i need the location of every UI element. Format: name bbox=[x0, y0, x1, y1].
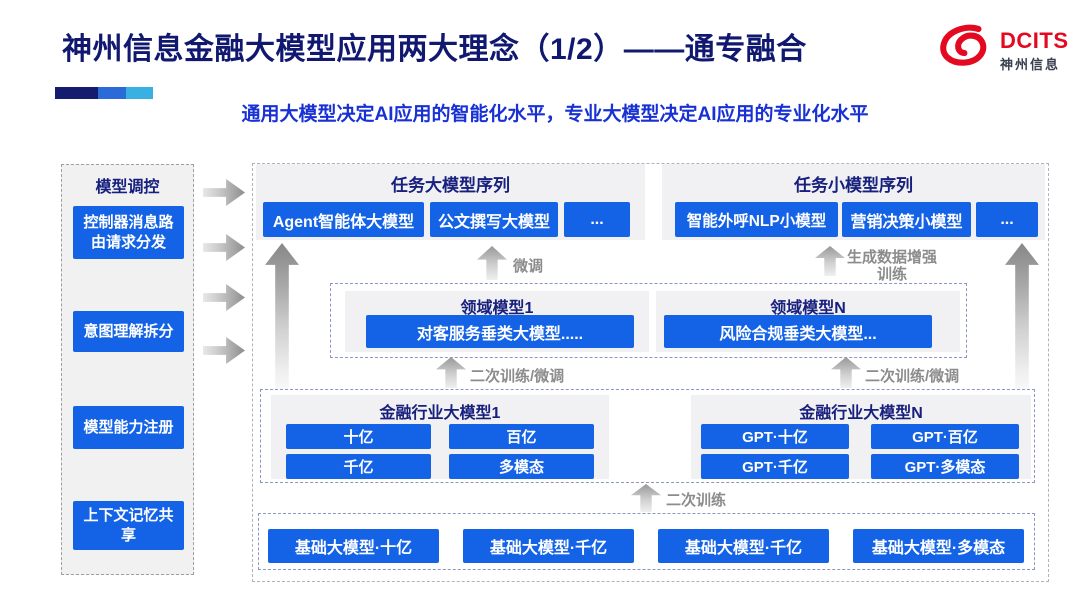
base-model-container: 基础大模型·十亿 基础大模型·千亿 基础大模型·千亿 基础大模型·多模态 bbox=[258, 513, 1035, 570]
industry-group-n: 金融行业大模型N GPT·十亿 GPT·百亿 GPT·千亿 GPT·多模态 bbox=[691, 395, 1031, 479]
model-box-10b: 百亿 bbox=[449, 424, 594, 449]
right-arrow-icon bbox=[203, 179, 245, 206]
sidebar-item-register: 模型能力注册 bbox=[73, 406, 184, 449]
model-box-base-multimodal: 基础大模型·多模态 bbox=[853, 529, 1024, 563]
logo-brand-cn: 神州信息 bbox=[1000, 57, 1061, 72]
retrain-finetune-label-left: 二次训练/微调 bbox=[470, 368, 565, 385]
model-box-customer-service: 对客服务垂类大模型..... bbox=[366, 315, 634, 348]
finetune-label: 微调 bbox=[513, 258, 544, 275]
model-box-gpt-1b: GPT·十亿 bbox=[701, 424, 849, 449]
right-arrow-icon bbox=[203, 234, 245, 261]
domain-model-container: 领域模型1 对客服务垂类大模型..... 领域模型N 风险合规垂类大模型... bbox=[330, 283, 967, 358]
industry-group-1: 金融行业大模型1 十亿 百亿 千亿 多模态 bbox=[271, 395, 609, 479]
model-box-100b: 千亿 bbox=[286, 454, 431, 479]
accent-segment-blue bbox=[98, 87, 126, 99]
diagram-frame bbox=[252, 163, 1049, 582]
right-arrow-icon bbox=[203, 284, 245, 311]
model-box-base-100b: 基础大模型·千亿 bbox=[463, 529, 634, 563]
model-box-ellipsis: ... bbox=[564, 202, 630, 237]
page-title: 神州信息金融大模型应用两大理念（1/2）——通专融合 bbox=[62, 33, 807, 66]
model-box-gpt-100b: GPT·千亿 bbox=[701, 454, 849, 479]
domain-group-n: 领域模型N 风险合规垂类大模型... bbox=[656, 291, 960, 352]
model-box-base-100b-2: 基础大模型·千亿 bbox=[658, 529, 829, 563]
group-title: 领域模型N bbox=[770, 300, 846, 317]
model-box-nlp-call: 智能外呼NLP小模型 bbox=[675, 202, 838, 237]
logo-brand-text: DCITS bbox=[1000, 28, 1069, 53]
accent-segment-cyan bbox=[125, 87, 153, 99]
group-title: 金融行业大模型N bbox=[799, 405, 923, 422]
domain-group-1: 领域模型1 对客服务垂类大模型..... bbox=[345, 291, 649, 352]
model-box-ellipsis: ... bbox=[976, 202, 1038, 237]
accent-segment-dark bbox=[55, 87, 99, 99]
task-small-model-group: 任务小模型序列 智能外呼NLP小模型 营销决策小模型 ... bbox=[662, 164, 1045, 240]
model-box-multimodal: 多模态 bbox=[449, 454, 594, 479]
sidebar-item-intent: 意图理解拆分 bbox=[73, 311, 184, 352]
task-large-model-group: 任务大模型序列 Agent智能体大模型 公文撰写大模型 ... bbox=[256, 164, 645, 240]
model-box-gpt-10b: GPT·百亿 bbox=[871, 424, 1019, 449]
model-box-document: 公文撰写大模型 bbox=[430, 202, 558, 237]
model-box-1b: 十亿 bbox=[286, 424, 431, 449]
retrain-finetune-label-right: 二次训练/微调 bbox=[865, 368, 960, 385]
model-box-gpt-multimodal: GPT·多模态 bbox=[871, 454, 1019, 479]
group-title: 任务大模型序列 bbox=[391, 176, 510, 195]
model-control-panel: 模型调控 控制器消息路由请求分发 意图理解拆分 模型能力注册 上下文记忆共享 bbox=[61, 164, 194, 575]
augment-label: 生成数据增强训练 bbox=[846, 249, 937, 283]
slide-subtitle: 通用大模型决定AI应用的智能化水平，专业大模型决定AI应用的专业化水平 bbox=[241, 104, 869, 125]
model-box-agent: Agent智能体大模型 bbox=[263, 202, 424, 237]
model-control-title: 模型调控 bbox=[95, 179, 160, 196]
group-title: 金融行业大模型1 bbox=[379, 405, 501, 422]
right-arrow-icon bbox=[203, 337, 245, 364]
group-title: 领域模型1 bbox=[460, 300, 534, 317]
accent-bar bbox=[55, 87, 153, 99]
group-title: 任务小模型序列 bbox=[794, 176, 913, 195]
sidebar-item-context: 上下文记忆共享 bbox=[73, 501, 184, 550]
dcits-swirl-icon bbox=[940, 24, 987, 66]
model-box-base-1b: 基础大模型·十亿 bbox=[268, 529, 439, 563]
industry-model-container: 金融行业大模型1 十亿 百亿 千亿 多模态 金融行业大模型N GPT·十亿 GP… bbox=[260, 389, 1035, 483]
model-box-marketing: 营销决策小模型 bbox=[842, 202, 971, 237]
sidebar-item-router: 控制器消息路由请求分发 bbox=[73, 206, 184, 259]
model-box-risk-compliance: 风险合规垂类大模型... bbox=[664, 315, 932, 348]
retrain-label: 二次训练 bbox=[666, 492, 727, 509]
